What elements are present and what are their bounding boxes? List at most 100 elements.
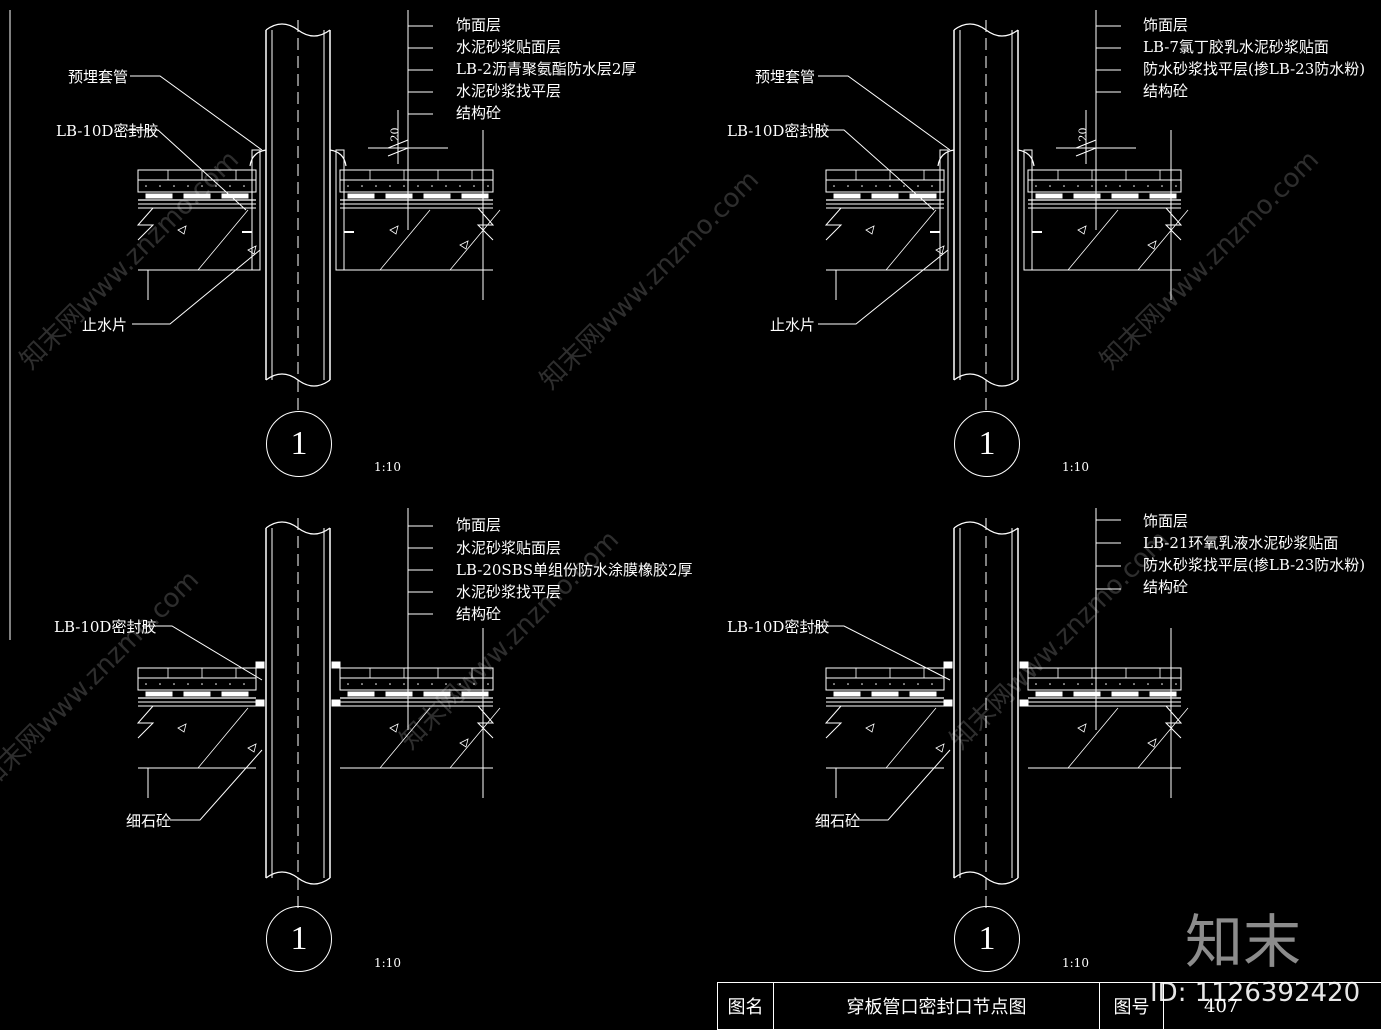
mortar-dot	[347, 185, 349, 187]
dimension-tick	[387, 139, 409, 149]
mortar-dot	[403, 683, 405, 685]
mortar-dot	[243, 185, 245, 187]
mortar-dot	[1077, 185, 1079, 187]
sleeve-wall	[939, 149, 949, 271]
layer-label: 水泥砂浆贴面层	[456, 38, 562, 56]
mortar-dot	[173, 683, 175, 685]
layer-label: LB-21环氧乳液水泥砂浆贴面	[1143, 534, 1339, 552]
mortar-dot	[473, 185, 475, 187]
mortar-dot	[1077, 683, 1079, 685]
membrane	[909, 691, 937, 697]
callout-label: 细石砼	[126, 812, 172, 830]
callout-leader	[814, 129, 935, 211]
mortar-dot	[1175, 683, 1177, 685]
callout-label: LB-10D密封胶	[56, 122, 159, 140]
membrane	[1073, 193, 1101, 199]
mortar-dot	[931, 185, 933, 187]
mortar-dot	[445, 185, 447, 187]
mortar-dot	[173, 185, 175, 187]
membrane	[1035, 193, 1063, 199]
slab-hatch	[885, 707, 937, 769]
membrane	[833, 691, 861, 697]
detail-number: 1	[954, 906, 1020, 972]
slab-hatch	[449, 707, 501, 769]
mortar-dot	[459, 185, 461, 187]
mortar-dot	[903, 185, 905, 187]
membrane	[385, 193, 413, 199]
slab-hatch	[1067, 209, 1119, 271]
mortar-dot	[347, 683, 349, 685]
mortar-dot	[201, 185, 203, 187]
mortar-dot	[931, 683, 933, 685]
aggregate-mark	[459, 240, 469, 250]
membrane	[221, 691, 249, 697]
mortar-layer	[339, 179, 494, 193]
mortar-dot	[487, 185, 489, 187]
slab-break	[824, 207, 843, 241]
mortar-dot	[1161, 683, 1163, 685]
aggregate-mark	[389, 723, 399, 733]
sealant	[255, 661, 265, 669]
mortar-dot	[1091, 683, 1093, 685]
mortar-dot	[1133, 683, 1135, 685]
aggregate-mark	[1077, 225, 1087, 235]
mortar-dot	[847, 683, 849, 685]
title-number-label: 图号	[1100, 983, 1164, 1029]
tile-layer	[1027, 169, 1182, 181]
scale-label: 1:10	[1062, 956, 1089, 970]
aggregate-mark	[1147, 738, 1157, 748]
membrane	[871, 691, 899, 697]
layer-label: 饰面层	[456, 16, 502, 34]
sealant	[329, 149, 347, 167]
aggregate-mark	[459, 738, 469, 748]
mortar-dot	[473, 683, 475, 685]
detail-number: 1	[954, 411, 1020, 477]
callout-leader	[130, 75, 263, 151]
sealant	[249, 149, 267, 167]
slab-break	[1164, 705, 1183, 739]
membrane	[1149, 691, 1177, 697]
mortar-dot	[1119, 185, 1121, 187]
membrane	[1111, 691, 1139, 697]
mortar-dot	[1147, 185, 1149, 187]
mortar-layer	[825, 179, 945, 193]
mortar-dot	[389, 683, 391, 685]
dimension-label: 20	[388, 127, 402, 142]
membrane	[1111, 193, 1139, 199]
mortar-dot	[1035, 683, 1037, 685]
pipe-break	[953, 521, 1019, 535]
mortar-dot	[243, 683, 245, 685]
sleeve-wall	[335, 149, 345, 271]
aggregate-mark	[177, 225, 187, 235]
layer-label: LB-20SBS单组份防水涂膜橡胶2厚	[456, 561, 693, 579]
dimension-tick	[1075, 139, 1097, 149]
mortar-dot	[215, 185, 217, 187]
mortar-dot	[861, 683, 863, 685]
detail-number: 1	[266, 411, 332, 477]
sleeve-wall	[251, 149, 261, 271]
mortar-dot	[375, 185, 377, 187]
slab-hatch	[379, 209, 431, 271]
sealant	[1019, 699, 1029, 707]
sealant	[331, 699, 341, 707]
callout-leader	[818, 75, 951, 151]
aggregate-mark	[935, 743, 945, 753]
mortar-dot	[159, 683, 161, 685]
membrane	[347, 193, 375, 199]
drawing-title: 穿板管口密封口节点图	[774, 983, 1100, 1029]
dimension-tick	[387, 147, 409, 157]
mortar-dot	[459, 683, 461, 685]
mortar-layer	[1027, 677, 1182, 691]
scale-label: 1:10	[374, 956, 401, 970]
mortar-dot	[833, 683, 835, 685]
pipe-break	[953, 23, 1019, 37]
callout-label: 止水片	[770, 316, 816, 334]
tile-layer	[339, 169, 494, 181]
callout-leader	[858, 749, 951, 821]
tile-layer	[825, 169, 945, 181]
sealant	[1019, 661, 1029, 669]
mortar-dot	[445, 683, 447, 685]
layer-label: 饰面层	[1143, 512, 1189, 530]
mortar-dot	[917, 185, 919, 187]
